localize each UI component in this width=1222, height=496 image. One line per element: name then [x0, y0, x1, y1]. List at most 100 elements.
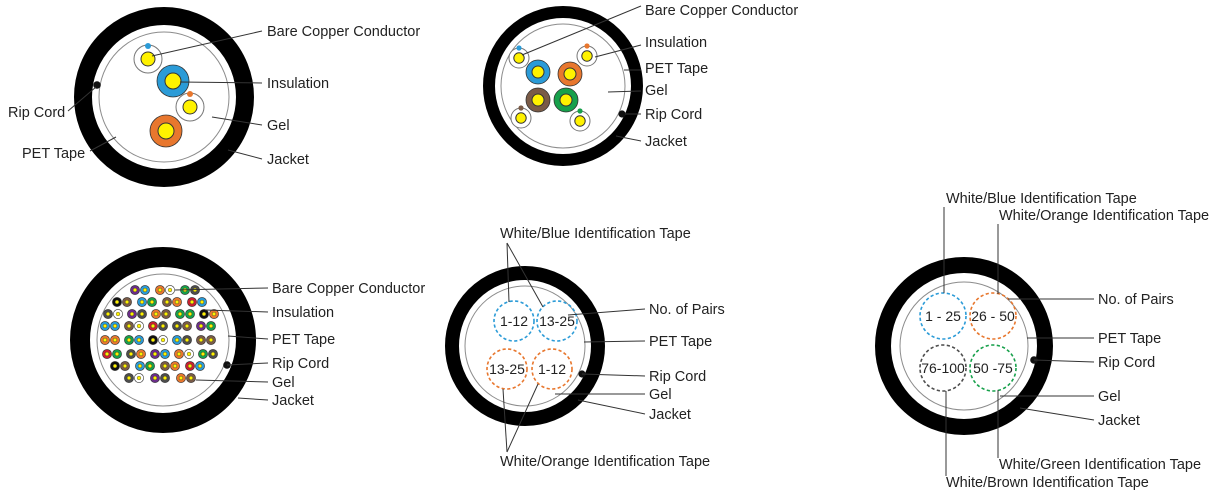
pair-group-label: 1-12 — [500, 313, 528, 329]
leader-line-jacket — [615, 135, 642, 142]
label-bare-copper-conductor: Bare Copper Conductor — [645, 3, 798, 19]
orange-marker — [187, 91, 193, 97]
label-pet-tape: PET Tape — [22, 146, 85, 162]
orange-identification-tape-group — [969, 292, 1017, 340]
label-rip-cord: Rip Cord — [649, 369, 706, 385]
conductor-pair — [162, 297, 182, 307]
conductor-pair — [112, 297, 132, 307]
copper-conductor — [559, 93, 573, 107]
label-pet-tape: PET Tape — [272, 332, 335, 348]
rip-cord — [618, 110, 626, 118]
label-gel: Gel — [645, 83, 668, 99]
label-insulation: Insulation — [645, 35, 707, 51]
leader-line-rip-cord — [1033, 359, 1095, 363]
pair-conductor — [163, 311, 169, 317]
orange-identification-tape-group — [486, 348, 528, 390]
jacket-ring — [445, 266, 605, 426]
label-rip-cord: Rip Cord — [1098, 355, 1155, 371]
label-rip-cord: Rip Cord — [8, 105, 65, 121]
leader-line-bare-copper-conductor — [174, 287, 269, 291]
pair-conductor — [186, 351, 192, 357]
pet-tape-ring — [500, 23, 626, 149]
pair-conductor — [162, 363, 168, 369]
pair-conductor — [114, 351, 120, 357]
pair-conductor — [126, 337, 132, 343]
leader-line-jacket — [1019, 407, 1095, 421]
pair-conductor — [124, 299, 130, 305]
leader-line-gel — [607, 90, 642, 93]
copper-conductor — [531, 93, 545, 107]
pair-group-label: 26 - 50 — [971, 308, 1015, 324]
brown-marker — [518, 105, 524, 111]
conductor-white-brown-marker — [510, 105, 532, 129]
label-jacket: Jacket — [649, 407, 691, 423]
pair-conductor — [136, 337, 142, 343]
label-jacket: Jacket — [645, 134, 687, 150]
conductor-pair — [148, 321, 168, 331]
copper-conductor — [513, 52, 525, 64]
label-bare-copper-conductor: Bare Copper Conductor — [267, 24, 420, 40]
pair-conductor — [172, 363, 178, 369]
green-marker — [577, 108, 583, 114]
cable-5: 1 - 25 26 - 50 76-100 50 -75 White/Blue … — [875, 191, 1209, 491]
leader-line-insulation — [179, 81, 263, 84]
pair-conductor — [126, 323, 132, 329]
blue-marker — [145, 43, 151, 49]
leader-line-bare-copper-conductor — [521, 5, 642, 56]
label-no-of-pairs: No. of Pairs — [1098, 292, 1174, 308]
conductor-pair — [198, 349, 218, 359]
pair-conductor — [139, 311, 145, 317]
conductor-pair — [151, 309, 171, 319]
jacket-ring — [483, 6, 643, 166]
pair-conductor — [157, 287, 163, 293]
green-identification-tape-group — [969, 344, 1017, 392]
label-insulation: Insulation — [267, 76, 329, 92]
label-insulation: Insulation — [272, 305, 334, 321]
leader-line-white-orange-tape — [506, 383, 539, 453]
conductor-white-green-marker — [569, 108, 591, 132]
leader-line-pet-tape — [227, 335, 269, 340]
conductor-blue — [156, 64, 190, 98]
pet-tape-ring — [464, 285, 586, 407]
pair-conductor — [164, 299, 170, 305]
blue-identification-tape-group — [493, 300, 535, 342]
pair-conductor — [210, 351, 216, 357]
label-white-orange-identification-tape: White/Orange Identification Tape — [999, 208, 1209, 224]
pair-conductor — [114, 299, 120, 305]
label-no-of-pairs: No. of Pairs — [649, 302, 725, 318]
cable-4: 1-12 13-25 13-25 1-12 White/Blue Identif… — [445, 226, 725, 470]
pair-conductor — [150, 323, 156, 329]
conductor-pair — [127, 309, 147, 319]
pair-conductor — [122, 363, 128, 369]
pair-conductor — [174, 323, 180, 329]
conductor-blue — [525, 59, 551, 85]
conductor-pair — [199, 309, 219, 319]
pair-conductor — [128, 351, 134, 357]
pair-conductor — [178, 375, 184, 381]
pair-conductor — [167, 287, 173, 293]
pair-conductor — [160, 337, 166, 343]
pair-conductor — [136, 323, 142, 329]
conductor-white-orange-marker — [576, 43, 598, 67]
pair-conductor — [104, 351, 110, 357]
pair-conductor — [105, 311, 111, 317]
pair-conductor — [162, 351, 168, 357]
conductor-pair — [172, 321, 192, 331]
leader-line-gel — [211, 116, 263, 126]
copper-conductor — [574, 115, 586, 127]
pair-conductor — [149, 299, 155, 305]
conductor-pair — [124, 335, 144, 345]
pair-conductor — [174, 337, 180, 343]
pair-conductor — [198, 323, 204, 329]
conductor-pair — [172, 335, 192, 345]
label-white-green-identification-tape: White/Green Identification Tape — [999, 457, 1201, 473]
pair-conductor — [160, 323, 166, 329]
leader-line-rip-cord — [581, 373, 646, 377]
leader-line-insulation — [594, 44, 642, 58]
pair-conductor — [208, 323, 214, 329]
pair-conductor — [115, 311, 121, 317]
conductor-pair — [196, 321, 216, 331]
conductor-pair — [187, 297, 207, 307]
label-pet-tape: PET Tape — [645, 61, 708, 77]
pair-conductor — [112, 337, 118, 343]
